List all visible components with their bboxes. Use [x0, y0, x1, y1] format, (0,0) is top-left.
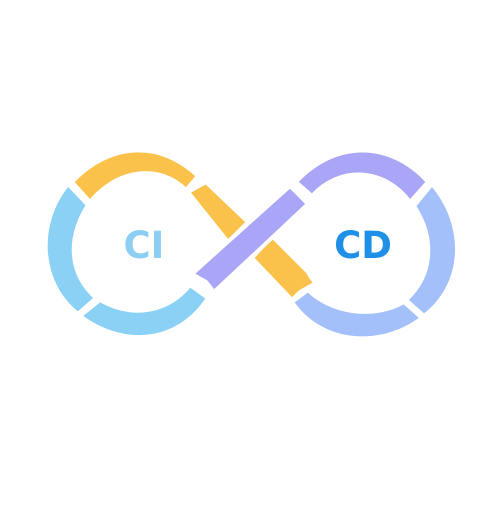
left-loop-left-segment	[43, 182, 98, 316]
crossing-diagonal-band	[190, 184, 310, 294]
right-loop-right-segment	[404, 182, 460, 318]
left-loop-bottom-segment	[78, 283, 210, 339]
right-loop-top-segment	[294, 148, 430, 204]
cd-label: CD	[334, 224, 392, 267]
right-loop-bottom-segment	[290, 288, 424, 341]
ci-label: CI	[124, 224, 165, 267]
left-loop-top-segment	[70, 148, 200, 204]
right-loop-inner-circle	[299, 182, 423, 306]
left-loop-inner-circle	[79, 182, 203, 306]
